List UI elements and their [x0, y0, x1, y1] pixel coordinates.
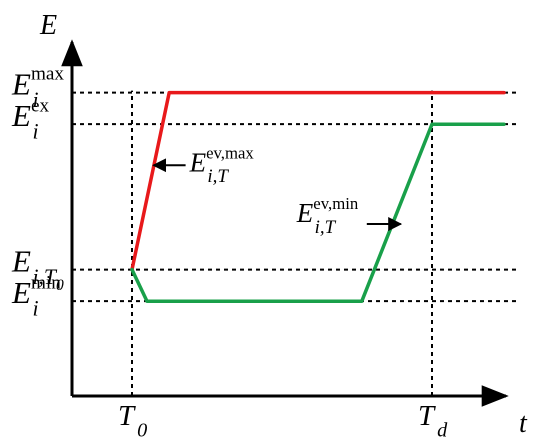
series-line [130, 122, 506, 303]
y-axis-label: E [39, 10, 57, 41]
x-axis-label: t [519, 408, 528, 439]
series-lines [130, 90, 506, 303]
series-line [130, 90, 506, 272]
level-label: Ei,T0 [11, 244, 64, 295]
